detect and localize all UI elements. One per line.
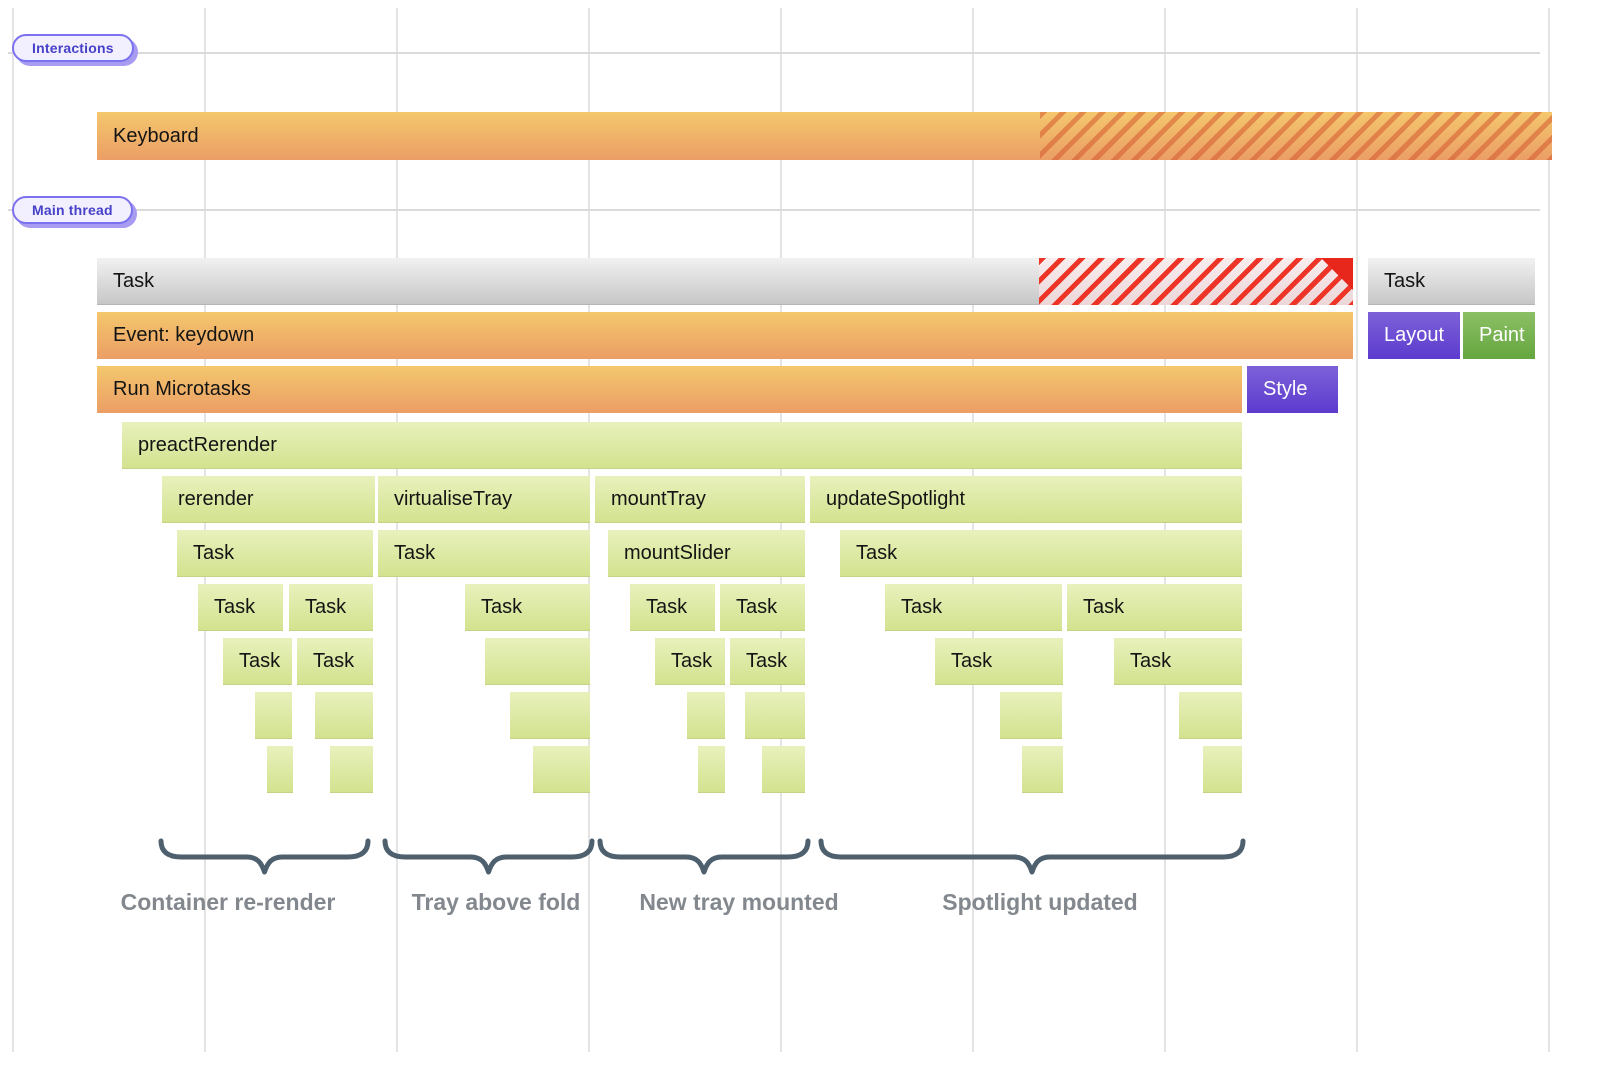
bar-label: Style xyxy=(1263,378,1308,400)
timeline-bar[interactable] xyxy=(315,692,373,739)
bar-label: Task xyxy=(1384,270,1426,292)
timeline-bar[interactable] xyxy=(762,746,805,793)
gridline xyxy=(1548,8,1550,1052)
gridline xyxy=(1356,8,1358,1052)
timeline-bar-mountslider[interactable]: mountSlider xyxy=(608,530,805,577)
bar-label: updateSpotlight xyxy=(826,488,966,510)
bar-label: Task xyxy=(951,650,993,672)
bar-label: Task xyxy=(239,650,281,672)
timeline-bar-mounttray[interactable]: mountTray xyxy=(595,476,805,523)
timeline-bar[interactable] xyxy=(1203,746,1242,793)
timeline-bar-task[interactable]: Task xyxy=(378,530,590,577)
annotation-brace xyxy=(158,838,371,875)
bar-label: Event: keydown xyxy=(113,324,255,346)
bar-label: rerender xyxy=(178,488,254,510)
timeline-bar[interactable] xyxy=(1179,692,1242,739)
main-thread-track-pill[interactable]: Main thread xyxy=(12,196,133,224)
timeline-bar-task[interactable]: Task xyxy=(935,638,1063,685)
timeline-bar[interactable] xyxy=(330,746,373,793)
bar-label: Layout xyxy=(1384,324,1445,346)
timeline-bar-preactrerender[interactable]: preactRerender xyxy=(122,422,1242,469)
interactions-track-pill[interactable]: Interactions xyxy=(12,34,134,62)
timeline-bar[interactable] xyxy=(745,692,805,739)
timeline-bar-task[interactable]: Task xyxy=(1368,258,1535,305)
bar-label: virtualiseTray xyxy=(394,488,513,510)
timeline-bar-task[interactable]: Task xyxy=(97,258,1353,305)
bar-label: Paint xyxy=(1479,324,1525,346)
annotation-brace xyxy=(818,838,1246,875)
timeline-bar-task[interactable]: Task xyxy=(198,584,283,631)
bar-label: Task xyxy=(193,542,235,564)
timeline-bar[interactable] xyxy=(1022,746,1063,793)
timeline-bar-rerender[interactable]: rerender xyxy=(162,476,375,523)
timeline-bar-task[interactable]: Task xyxy=(730,638,805,685)
timeline-bar-task[interactable]: Task xyxy=(655,638,725,685)
interactions-track-label: Interactions xyxy=(32,40,114,56)
bar-label: Task xyxy=(394,542,436,564)
bar-label: Task xyxy=(305,596,347,618)
long-task-corner-icon xyxy=(1321,258,1353,290)
timeline-bar-task[interactable]: Task xyxy=(1067,584,1242,631)
timeline-bar[interactable] xyxy=(267,746,293,793)
timeline-bar-style[interactable]: Style xyxy=(1247,366,1338,413)
timeline-bar-keyboard[interactable]: Keyboard xyxy=(97,112,1552,160)
bar-label: Task xyxy=(113,270,155,292)
bar-label: Task xyxy=(214,596,256,618)
timeline-bar-task[interactable]: Task xyxy=(840,530,1242,577)
timeline-bar-task[interactable]: Task xyxy=(1114,638,1242,685)
timeline-bar[interactable] xyxy=(1000,692,1062,739)
timeline-bar-task[interactable]: Task xyxy=(720,584,805,631)
timeline-bar-task[interactable]: Task xyxy=(630,584,715,631)
bar-label: Keyboard xyxy=(113,124,199,147)
bar-label: Task xyxy=(671,650,713,672)
annotation-label: Tray above fold xyxy=(411,889,581,915)
track-separator-line xyxy=(8,52,1540,54)
annotation-label: New tray mounted xyxy=(639,889,839,915)
timeline-bar-paint[interactable]: Paint xyxy=(1463,312,1535,359)
annotation-label: Container re-render xyxy=(120,889,336,915)
timeline-bar-run-microtasks[interactable]: Run Microtasks xyxy=(97,366,1242,413)
bar-label: Task xyxy=(746,650,788,672)
timeline-bar-task[interactable]: Task xyxy=(297,638,373,685)
timeline-bar-updatespotlight[interactable]: updateSpotlight xyxy=(810,476,1242,523)
bar-label: Run Microtasks xyxy=(113,378,251,400)
bar-label: Task xyxy=(1083,596,1125,618)
bar-label: mountSlider xyxy=(624,542,731,564)
bar-label: Task xyxy=(646,596,688,618)
timeline-bar-event-keydown[interactable]: Event: keydown xyxy=(97,312,1353,359)
timeline-bar-task[interactable]: Task xyxy=(289,584,373,631)
timeline-bar[interactable] xyxy=(533,746,590,793)
timeline-bar-layout[interactable]: Layout xyxy=(1368,312,1460,359)
bar-label: Task xyxy=(481,596,523,618)
bar-label: mountTray xyxy=(611,488,706,510)
timeline-bar-task[interactable]: Task xyxy=(223,638,292,685)
bar-label: Task xyxy=(313,650,355,672)
annotation-brace xyxy=(382,838,595,875)
main-thread-track-label: Main thread xyxy=(32,202,113,218)
timeline-bar[interactable] xyxy=(687,692,725,739)
timeline-bar-task[interactable]: Task xyxy=(885,584,1062,631)
bar-label: Task xyxy=(901,596,943,618)
annotation-label: Spotlight updated xyxy=(942,889,1138,915)
timeline-bar-virtualisetray[interactable]: virtualiseTray xyxy=(378,476,590,523)
unfinished-task-hatch xyxy=(1039,258,1353,305)
interaction-delay-hatch xyxy=(1040,112,1552,160)
track-separator-line xyxy=(8,209,1540,211)
bar-label: Task xyxy=(856,542,898,564)
gridline xyxy=(12,8,14,1052)
timeline-bar[interactable] xyxy=(255,692,292,739)
bar-label: preactRerender xyxy=(138,434,277,456)
annotation-brace xyxy=(597,838,811,875)
bar-label: Task xyxy=(736,596,778,618)
bar-label: Task xyxy=(1130,650,1172,672)
timeline-bar[interactable] xyxy=(485,638,590,685)
timeline-bar-task[interactable]: Task xyxy=(177,530,373,577)
timeline-bar-task[interactable]: Task xyxy=(465,584,590,631)
timeline-bar[interactable] xyxy=(698,746,725,793)
timeline-bar[interactable] xyxy=(510,692,590,739)
